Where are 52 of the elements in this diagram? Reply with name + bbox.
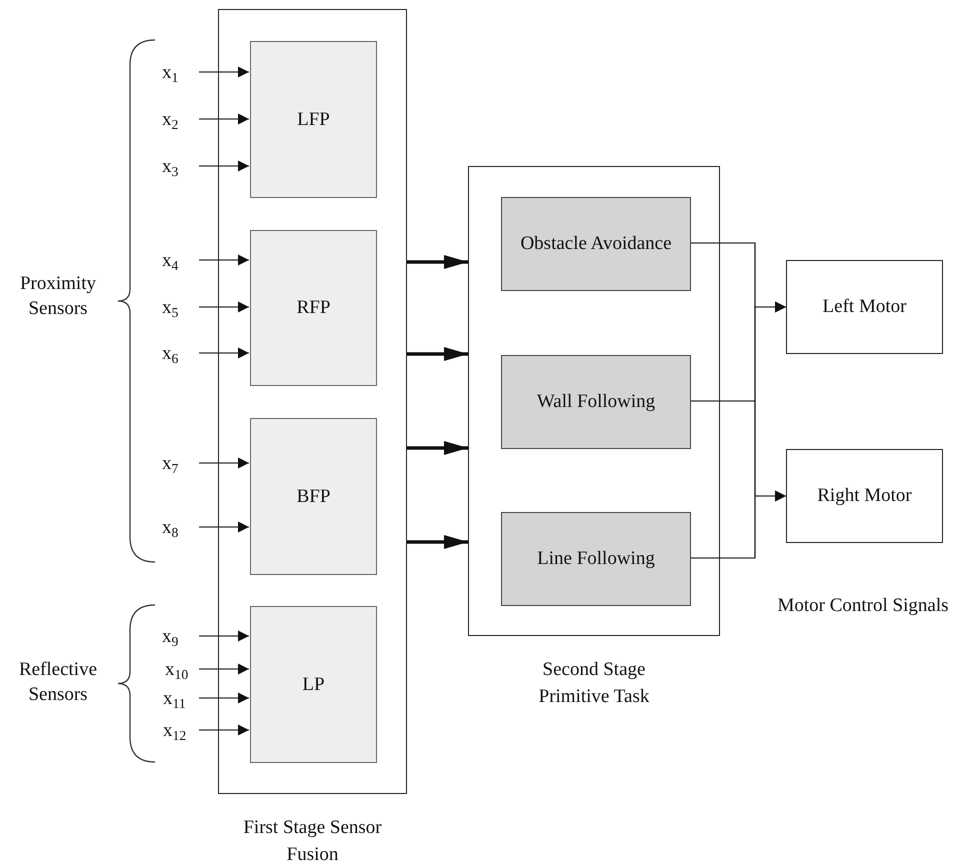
- arrow: [199, 114, 249, 124]
- motor-box: [786, 449, 943, 543]
- box-label: Right Motor: [816, 484, 913, 508]
- input-label: x$_{5}$: [162, 298, 178, 320]
- arrow: [199, 254, 249, 266]
- group-label: Reflective Sensors: [18, 658, 98, 707]
- input-label: x$_{2}$: [162, 110, 178, 132]
- group-label: Motor Control Signals: [776, 594, 950, 618]
- input-label: x$_{11}$: [163, 689, 186, 711]
- task-box: [501, 355, 691, 449]
- input-label: x$_{7}$: [162, 454, 178, 476]
- processor-box: [250, 230, 377, 386]
- arrow: [199, 348, 249, 358]
- input-label: x$_{12}$: [163, 721, 186, 743]
- box-label: Wall Following: [536, 390, 656, 414]
- input-label: x$_{6}$: [162, 344, 178, 366]
- arrow: [407, 535, 468, 549]
- arrow: [199, 160, 249, 172]
- box-label: LP: [301, 672, 326, 697]
- motor-box: [786, 260, 943, 354]
- arrow: [199, 66, 249, 78]
- box-label: BFP: [296, 484, 332, 509]
- input-label: x$_{10}$: [165, 660, 188, 682]
- box-label: Line Following: [536, 547, 656, 572]
- input-label: x$_{8}$: [162, 518, 178, 540]
- box-label: LFP: [296, 108, 331, 132]
- stage-caption: First Stage Sensor Fusion: [242, 816, 383, 862]
- task-box: [501, 512, 691, 606]
- processor-box: [250, 41, 377, 198]
- input-label: x$_{1}$: [162, 63, 178, 85]
- input-label: x$_{3}$: [162, 157, 178, 179]
- arrow: [407, 441, 468, 455]
- arrow: [199, 302, 249, 312]
- arrow: [199, 724, 249, 736]
- box-label: Obstacle Avoidance: [519, 232, 673, 256]
- task-box: [501, 197, 691, 291]
- input-label: x$_{9}$: [162, 627, 178, 649]
- arrow: [199, 458, 249, 468]
- arrow: [407, 347, 468, 361]
- processor-box: [250, 606, 377, 763]
- arrow: [690, 490, 786, 559]
- input-label: x$_{4}$: [162, 251, 178, 273]
- box-label: Left Motor: [822, 295, 908, 320]
- arrow: [199, 664, 249, 674]
- arrow: [407, 255, 468, 269]
- group-label: Proximity Sensors: [18, 272, 97, 321]
- box-label: RFP: [296, 296, 332, 320]
- arrow: [199, 522, 249, 532]
- processor-box: [250, 418, 377, 575]
- arrow: [199, 692, 249, 704]
- arrow: [199, 630, 249, 642]
- stage-caption: Second Stage Primitive Task: [538, 658, 650, 709]
